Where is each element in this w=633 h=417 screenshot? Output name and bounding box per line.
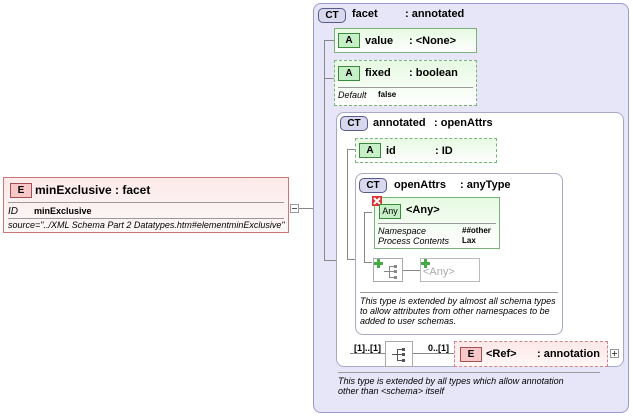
facet-name: facet	[352, 8, 378, 20]
annotated-name: annotated	[373, 117, 426, 129]
ref-type: : annotation	[537, 348, 600, 360]
default-label: Default	[338, 90, 367, 100]
prohibited-icon	[372, 196, 382, 206]
root-element-box[interactable]: E minExclusive : facet ID minExclusive s…	[3, 177, 289, 233]
id-value: minExclusive	[34, 206, 92, 216]
ref-sequence-compositor[interactable]	[385, 341, 413, 367]
attribute-badge: A	[359, 143, 381, 158]
root-element-name: minExclusive	[35, 183, 112, 197]
add-icon	[374, 259, 383, 268]
ref-cardinality: 0..[1]	[428, 343, 450, 353]
attribute-badge: A	[338, 66, 360, 81]
ref-name: <Ref>	[486, 348, 517, 360]
sequence-compositor[interactable]	[373, 258, 403, 282]
attribute-id-name: id	[386, 145, 396, 157]
attribute-fixed-name: fixed	[365, 67, 391, 79]
namespace-label: Namespace	[378, 226, 427, 236]
process-contents-label: Process Contents	[378, 236, 450, 246]
ct-badge: CT	[318, 8, 346, 23]
attribute-value-type: : <None>	[409, 35, 457, 47]
ct-badge: CT	[359, 178, 387, 193]
attribute-badge: A	[338, 33, 360, 48]
default-value: false	[378, 90, 397, 99]
sequence-icon	[392, 348, 405, 362]
facet-complex-type-box[interactable]: CT facet : annotated A value : <None> A …	[313, 3, 629, 413]
any-element-box[interactable]: <Any>	[420, 258, 480, 282]
attribute-value-name: value	[365, 35, 394, 47]
attribute-id-box[interactable]: A id : ID	[355, 138, 497, 163]
annotated-documentation: This type is extended by all types which…	[338, 376, 564, 396]
root-element-type: : facet	[115, 183, 151, 197]
annotated-complex-type-box[interactable]: CT annotated : openAttrs A id : ID CT op…	[336, 112, 624, 367]
expand-toggle-root[interactable]	[290, 204, 299, 213]
element-badge: E	[10, 183, 32, 198]
sequence-icon	[384, 265, 397, 279]
element-badge: E	[460, 347, 482, 362]
process-contents-value: Lax	[462, 236, 476, 245]
openattrs-type: : anyType	[460, 179, 511, 191]
openattrs-documentation: This type is extended by almost all sche…	[360, 296, 556, 326]
any-element-name: <Any>	[423, 266, 455, 278]
ref-annotation-element-box[interactable]: E <Ref> : annotation	[454, 341, 608, 367]
namespace-value: ##other	[462, 226, 491, 235]
attribute-value-box[interactable]: A value : <None>	[334, 28, 477, 53]
openattrs-complex-type-box[interactable]: CT openAttrs : anyType Any <Any> Namespa…	[355, 173, 563, 335]
any-attribute-name: <Any>	[406, 204, 440, 216]
source-annotation: source="../XML Schema Part 2 Datatypes.h…	[8, 220, 285, 230]
sequence-cardinality: [1]..[1]	[354, 343, 381, 353]
ct-badge: CT	[340, 116, 368, 131]
openattrs-name: openAttrs	[394, 179, 446, 191]
attribute-fixed-type: : boolean	[409, 67, 458, 79]
attribute-fixed-box[interactable]: A fixed : boolean Default false	[334, 60, 477, 106]
facet-type: : annotated	[405, 8, 465, 20]
add-icon	[421, 259, 430, 268]
any-badge: Any	[379, 204, 401, 219]
annotated-type: : openAttrs	[434, 117, 493, 129]
any-attribute-box[interactable]: Any <Any> Namespace ##other Process Cont…	[372, 196, 500, 249]
expand-toggle-annotation[interactable]	[610, 349, 619, 358]
attribute-id-type: : ID	[435, 145, 453, 157]
id-label: ID	[8, 206, 18, 217]
